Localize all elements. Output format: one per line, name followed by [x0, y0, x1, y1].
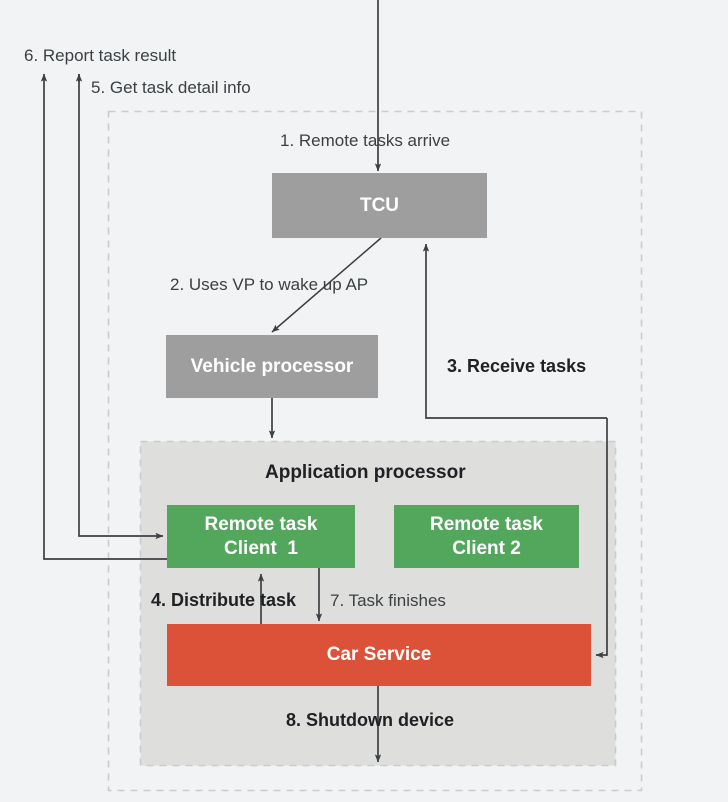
- label-step-3: 3. Receive tasks: [447, 356, 587, 376]
- node-vehicle-processor[interactable]: Vehicle processor: [166, 335, 378, 398]
- node-car-service[interactable]: Car Service: [167, 624, 591, 686]
- edge-step-6-arrow: [40, 73, 196, 560]
- label-step-6: 6. Report task result: [24, 46, 177, 65]
- edge-step-5-arrow: [78, 74, 164, 540]
- label-step-7: 7. Task finishes: [330, 591, 446, 610]
- edge-step-3-arrow: [422, 243, 607, 419]
- node-remote-task-client-1[interactable]: Remote task Client 1: [167, 505, 355, 568]
- application-processor-title: Application processor: [265, 462, 466, 483]
- outer-dashed-region: [107, 110, 643, 792]
- label-step-5: 5. Get task detail info: [91, 78, 251, 97]
- label-step-8: 8. Shutdown device: [286, 710, 455, 730]
- label-step-4: 4. Distribute task: [151, 590, 297, 610]
- edge-car-service-return-arrow: [595, 418, 608, 659]
- node-remote-task-client-2[interactable]: Remote task Client 2: [394, 505, 579, 568]
- edge-step-2-arrow: [271, 237, 382, 333]
- label-step-1: 1. Remote tasks arrive: [280, 131, 451, 150]
- label-step-2: 2. Uses VP to wake up AP: [170, 275, 369, 294]
- node-tcu[interactable]: TCU: [272, 173, 487, 238]
